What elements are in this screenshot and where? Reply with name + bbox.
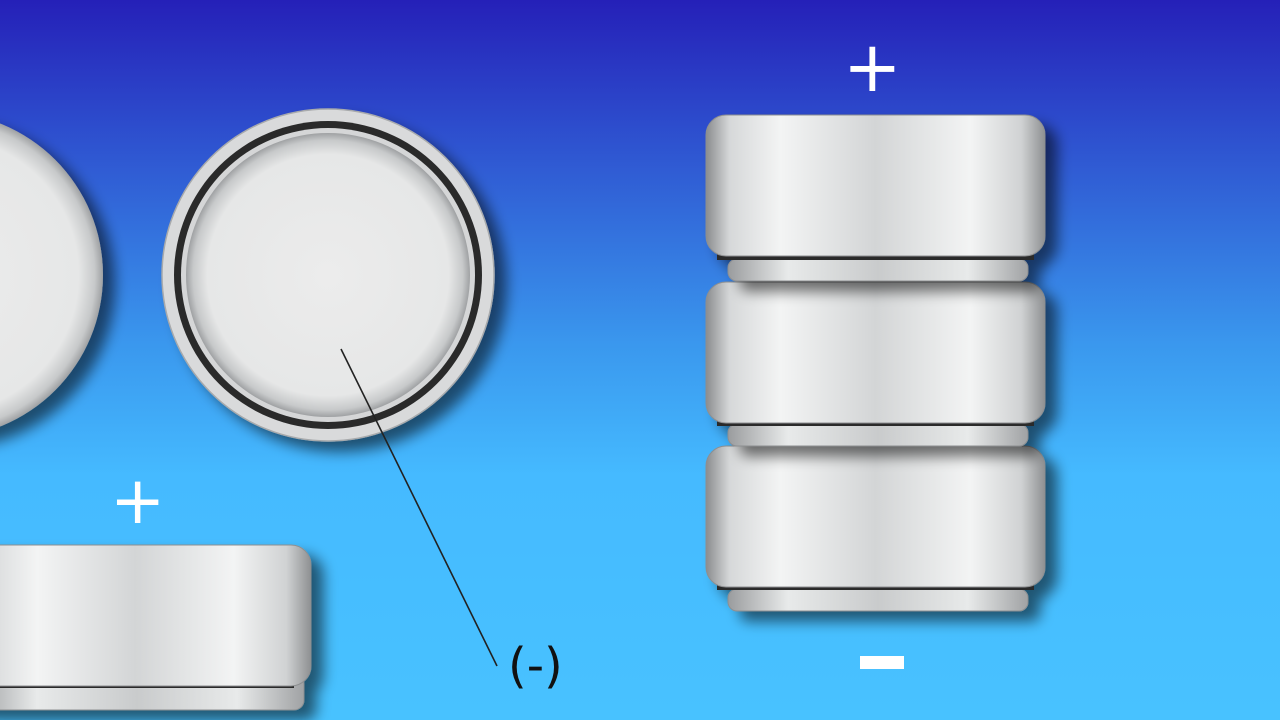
cell-negative-face: [161, 108, 495, 442]
stack-positive-terminal-label: +: [843, 26, 902, 108]
stack-cell-3: [705, 445, 1046, 612]
stack-cell-2: [705, 281, 1046, 447]
stack-negative-terminal-label: [860, 656, 904, 669]
stack-cell-1: [705, 114, 1046, 282]
cell-face-partial: [0, 123, 103, 427]
callout-leader-line: [340, 348, 498, 667]
side-cell-positive-terminal-label: +: [110, 462, 166, 539]
negative-terminal-callout: (-): [508, 638, 563, 694]
cell-side-view: [0, 544, 312, 711]
cell-stack: [705, 114, 1046, 612]
